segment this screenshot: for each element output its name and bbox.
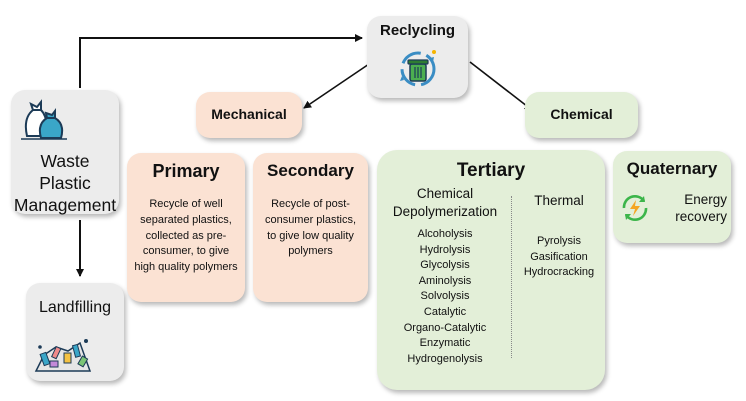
landfilling-box: Landfilling <box>26 283 124 381</box>
arrow-to-recycling <box>79 34 363 88</box>
chemical-depolymerization-column: Chemical Depolymerization Alcoholysis Hy… <box>381 185 509 367</box>
arrow-to-mechanical <box>303 61 373 109</box>
waste-management-title: Waste Plastic Management <box>13 151 117 215</box>
chemical-box: Chemical <box>525 92 638 138</box>
list-item: Glycolysis <box>420 259 470 272</box>
quaternary-title: Quaternary <box>626 159 718 178</box>
landfilling-title: Landfilling <box>38 299 112 316</box>
chemical-depolymerization-title: Chemical Depolymerization <box>392 186 498 219</box>
recycling-title: Reclycling <box>379 22 456 39</box>
primary-title: Primary <box>152 161 220 181</box>
list-item: Catalytic <box>423 305 467 318</box>
quaternary-description: Energy recovery <box>675 192 727 224</box>
thermal-list: Pyrolysis Gasification Hydrocracking <box>515 234 603 281</box>
waste-pile-icon <box>34 339 92 372</box>
mechanical-title: Mechanical <box>211 106 287 122</box>
arrow-to-chemical <box>469 61 533 111</box>
list-item: Hydrogenolysis <box>407 352 483 365</box>
list-item: Pyrolysis <box>536 235 581 247</box>
energy-recovery-icon <box>622 195 648 221</box>
secondary-title: Secondary <box>267 161 354 180</box>
list-item: Aminolysis <box>418 274 472 287</box>
list-item: Solvolysis <box>420 290 470 303</box>
list-item: Enzymatic <box>419 337 471 350</box>
thermal-column: Thermal Pyrolysis Gasification Hydrocrac… <box>515 192 603 281</box>
tertiary-title: Tertiary <box>456 160 526 181</box>
thermal-title: Thermal <box>534 193 584 208</box>
secondary-description: Recycle of post-consumer plastics, to gi… <box>264 198 357 258</box>
list-item: Alcoholysis <box>417 228 473 240</box>
list-item: Organo-Catalytic <box>403 321 487 334</box>
tertiary-box: Tertiary Chemical Depolymerization Alcoh… <box>377 150 605 390</box>
list-item: Hydrolysis <box>419 243 471 256</box>
list-item: Hydrocracking <box>523 266 595 279</box>
recycling-box: Reclycling <box>367 16 468 98</box>
primary-description: Recycle of well separated plastics, coll… <box>134 198 238 274</box>
primary-box: Primary Recycle of well separated plasti… <box>127 153 245 302</box>
waste-management-box: Waste Plastic Management <box>11 90 119 215</box>
mechanical-box: Mechanical <box>196 92 302 138</box>
garbage-bags-icon <box>21 99 67 140</box>
secondary-box: Secondary Recycle of post-consumer plast… <box>253 153 368 302</box>
chemical-depolymerization-list: Alcoholysis Hydrolysis Glycolysis Aminol… <box>381 227 509 367</box>
chemical-title: Chemical <box>550 106 613 122</box>
recycle-bin-icon <box>400 50 436 87</box>
quaternary-box: Quaternary Energy recovery <box>613 151 731 243</box>
column-divider <box>511 196 512 358</box>
list-item: Gasification <box>530 250 588 263</box>
